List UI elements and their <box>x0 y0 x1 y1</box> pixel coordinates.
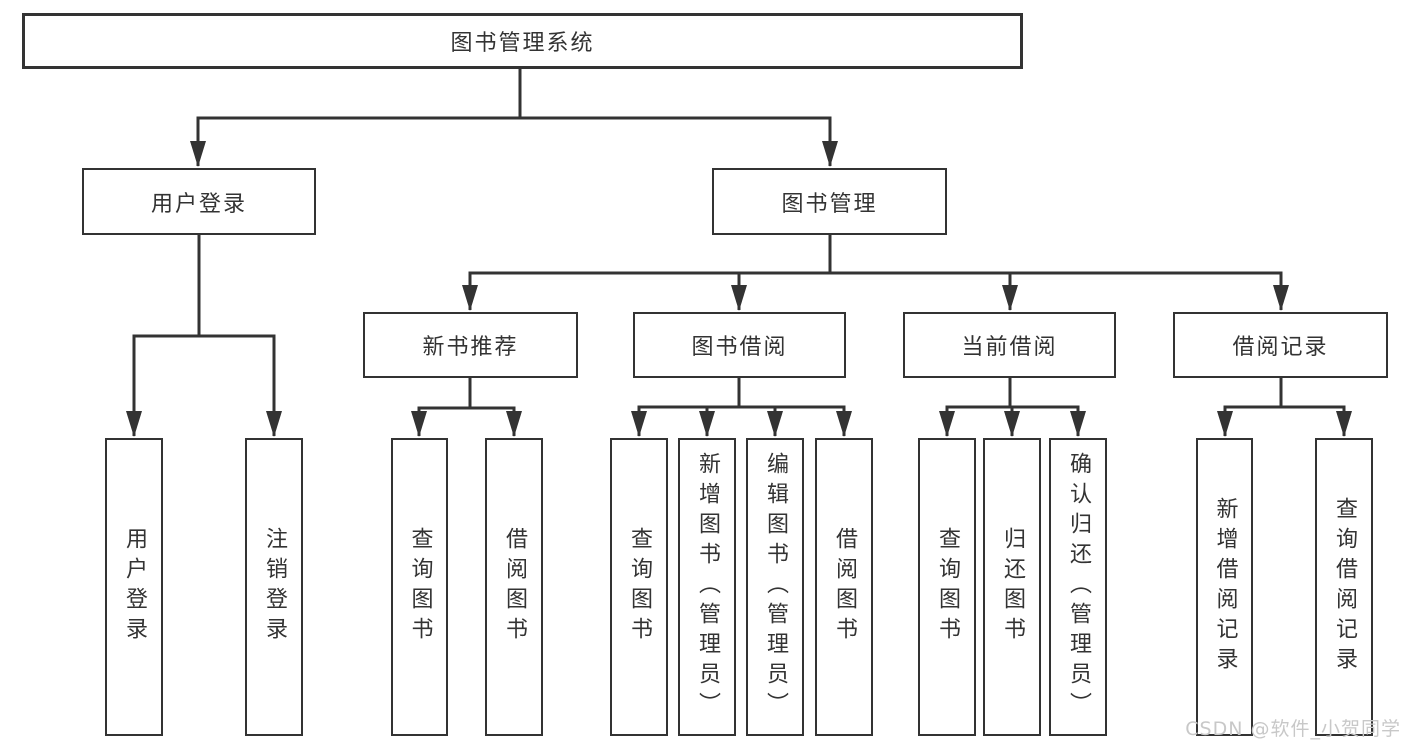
node-label: 用户登录 <box>122 527 147 647</box>
csdn-watermark: CSDN @软件_小贺同学 <box>1185 718 1401 740</box>
node-label: 注销登录 <box>262 527 287 647</box>
node-leaf-confirm-return-admin: 确认归还（管理员） <box>1049 438 1107 736</box>
node-leaf-query-books-2: 查询图书 <box>610 438 668 736</box>
node-label: 图书管理 <box>781 191 878 217</box>
node-current-borrow: 当前借阅 <box>903 312 1116 378</box>
node-label: 图书管理系统 <box>450 31 595 56</box>
node-leaf-edit-books-admin: 编辑图书（管理员） <box>746 438 804 736</box>
node-label: 借阅记录 <box>1232 335 1329 360</box>
node-book-management: 图书管理 <box>712 168 947 235</box>
node-label: 图书借阅 <box>691 335 788 360</box>
node-label: 查询图书 <box>935 527 960 647</box>
node-label: 查询借阅记录 <box>1332 497 1357 677</box>
node-label: 当前借阅 <box>961 335 1058 360</box>
node-label: 查询图书 <box>627 527 652 647</box>
node-leaf-query-borrow-record: 查询借阅记录 <box>1315 438 1373 736</box>
node-leaf-return-books: 归还图书 <box>983 438 1041 736</box>
node-leaf-borrow-books-2: 借阅图书 <box>815 438 873 736</box>
node-label: 编辑图书（管理员） <box>763 452 788 722</box>
node-leaf-user-login: 用户登录 <box>105 438 163 736</box>
node-user-login: 用户登录 <box>82 168 316 235</box>
node-borrow-record: 借阅记录 <box>1173 312 1388 378</box>
node-label: 新书推荐 <box>422 335 519 360</box>
node-leaf-add-borrow-record: 新增借阅记录 <box>1196 438 1253 736</box>
node-label: 借阅图书 <box>502 527 527 647</box>
node-label: 确认归还（管理员） <box>1066 452 1091 722</box>
node-label: 借阅图书 <box>832 527 857 647</box>
node-leaf-query-books-1: 查询图书 <box>391 438 448 736</box>
node-book-borrow: 图书借阅 <box>633 312 846 378</box>
node-label: 新增借阅记录 <box>1212 497 1238 677</box>
node-leaf-add-books-admin: 新增图书（管理员） <box>678 438 736 736</box>
node-label: 查询图书 <box>407 527 433 647</box>
node-library-management-system: 图书管理系统 <box>22 13 1023 69</box>
node-leaf-borrow-books-1: 借阅图书 <box>485 438 543 736</box>
node-leaf-logout: 注销登录 <box>245 438 303 736</box>
node-new-book-recommend: 新书推荐 <box>363 312 578 378</box>
node-label: 用户登录 <box>150 191 247 217</box>
node-label: 归还图书 <box>1000 527 1025 647</box>
node-leaf-query-books-3: 查询图书 <box>918 438 976 736</box>
node-label: 新增图书（管理员） <box>695 452 720 722</box>
